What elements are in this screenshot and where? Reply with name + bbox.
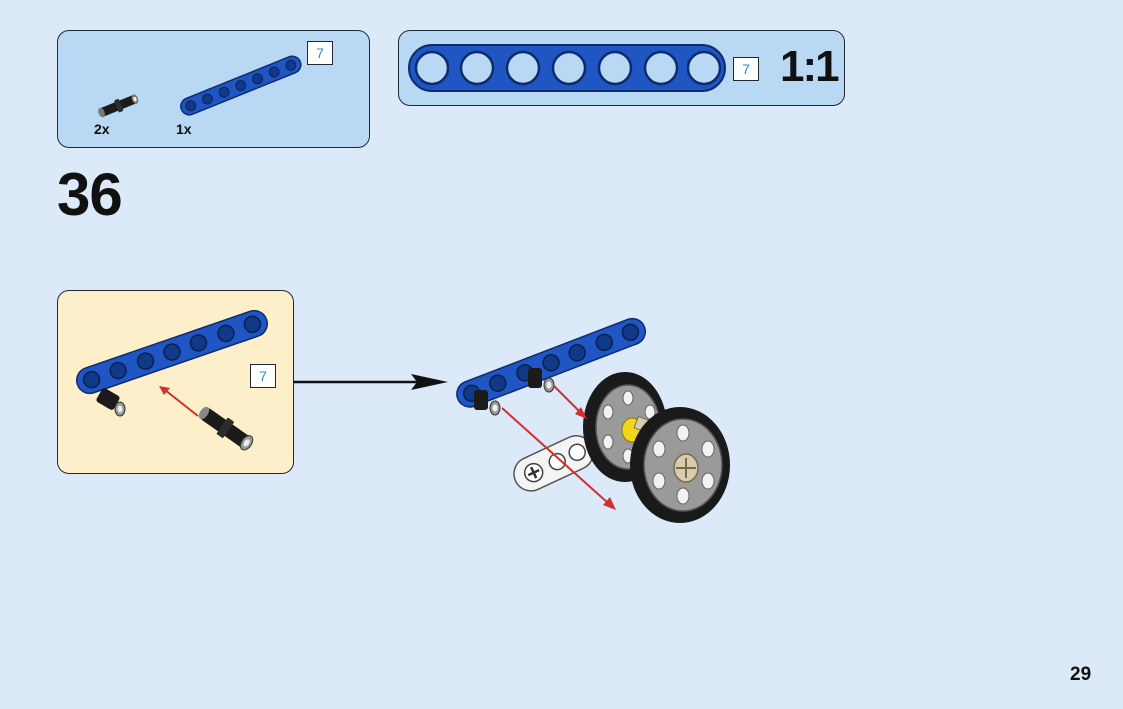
step-number: 36 <box>57 161 123 228</box>
beam-pin-1 <box>474 390 501 416</box>
sub-assembly-length-label: 7 <box>250 364 276 388</box>
main-assembly-illustration <box>456 317 730 523</box>
sub-assembly-illustration <box>75 309 269 451</box>
scale-label: 1:1 <box>780 42 840 91</box>
white-liftarm <box>513 434 595 492</box>
step-arrow <box>293 374 448 390</box>
sub-assembly-panel: 7 <box>57 290 294 474</box>
blue-beam-icon <box>180 55 302 116</box>
pin-in-beam <box>96 388 126 417</box>
beam-pin-2 <box>528 368 555 393</box>
scale-check-panel: 7 <box>398 30 845 106</box>
beam-quantity: 1x <box>176 121 192 137</box>
page-number: 29 <box>1070 664 1092 685</box>
black-friction-pin-icon <box>98 94 139 118</box>
parts-list-panel: 2x 1x 7 <box>57 30 370 148</box>
pin-quantity: 2x <box>94 121 110 137</box>
sub-assembly-beam <box>75 309 269 395</box>
scale-length-label: 7 <box>733 57 759 81</box>
pin-inserting <box>198 406 254 451</box>
scale-beam-icon <box>408 44 726 92</box>
wheel-front <box>630 407 730 523</box>
beam-length-label: 7 <box>307 41 333 65</box>
main-beam <box>456 317 647 408</box>
